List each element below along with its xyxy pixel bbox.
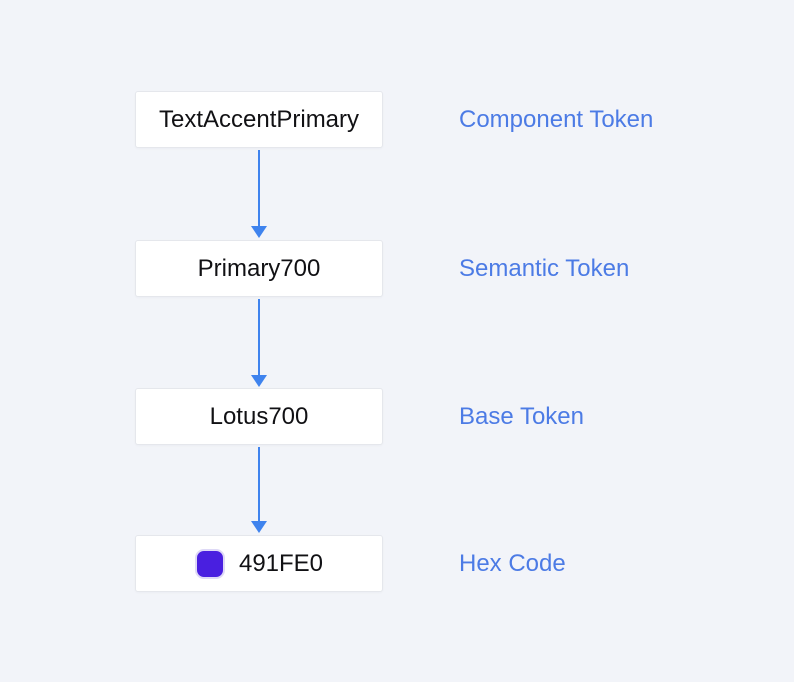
node-component-token-text: TextAccentPrimary: [158, 105, 360, 133]
arrow-head-icon: [251, 226, 267, 238]
node-hex-code: 491FE0: [135, 535, 383, 592]
arrow-head-icon: [251, 375, 267, 387]
label-hex-code: Hex Code: [459, 550, 566, 577]
node-base-token-text: Lotus700: [209, 402, 309, 430]
node-semantic-token-text: Primary700: [197, 254, 321, 282]
arrow-shaft: [258, 299, 260, 376]
label-component-token: Component Token: [459, 106, 654, 133]
label-base-token: Base Token: [459, 403, 584, 430]
arrow-shaft: [258, 150, 260, 227]
arrow-down-2: [251, 299, 267, 387]
node-base-token: Lotus700: [135, 388, 383, 445]
color-swatch-icon: [194, 548, 225, 579]
label-semantic-token: Semantic Token: [459, 255, 630, 282]
node-hex-code-text: 491FE0: [238, 549, 324, 577]
node-component-token: TextAccentPrimary: [135, 91, 383, 148]
arrow-down-3: [251, 447, 267, 533]
arrow-head-icon: [251, 521, 267, 533]
node-semantic-token: Primary700: [135, 240, 383, 297]
arrow-shaft: [258, 447, 260, 522]
arrow-down-1: [251, 150, 267, 238]
